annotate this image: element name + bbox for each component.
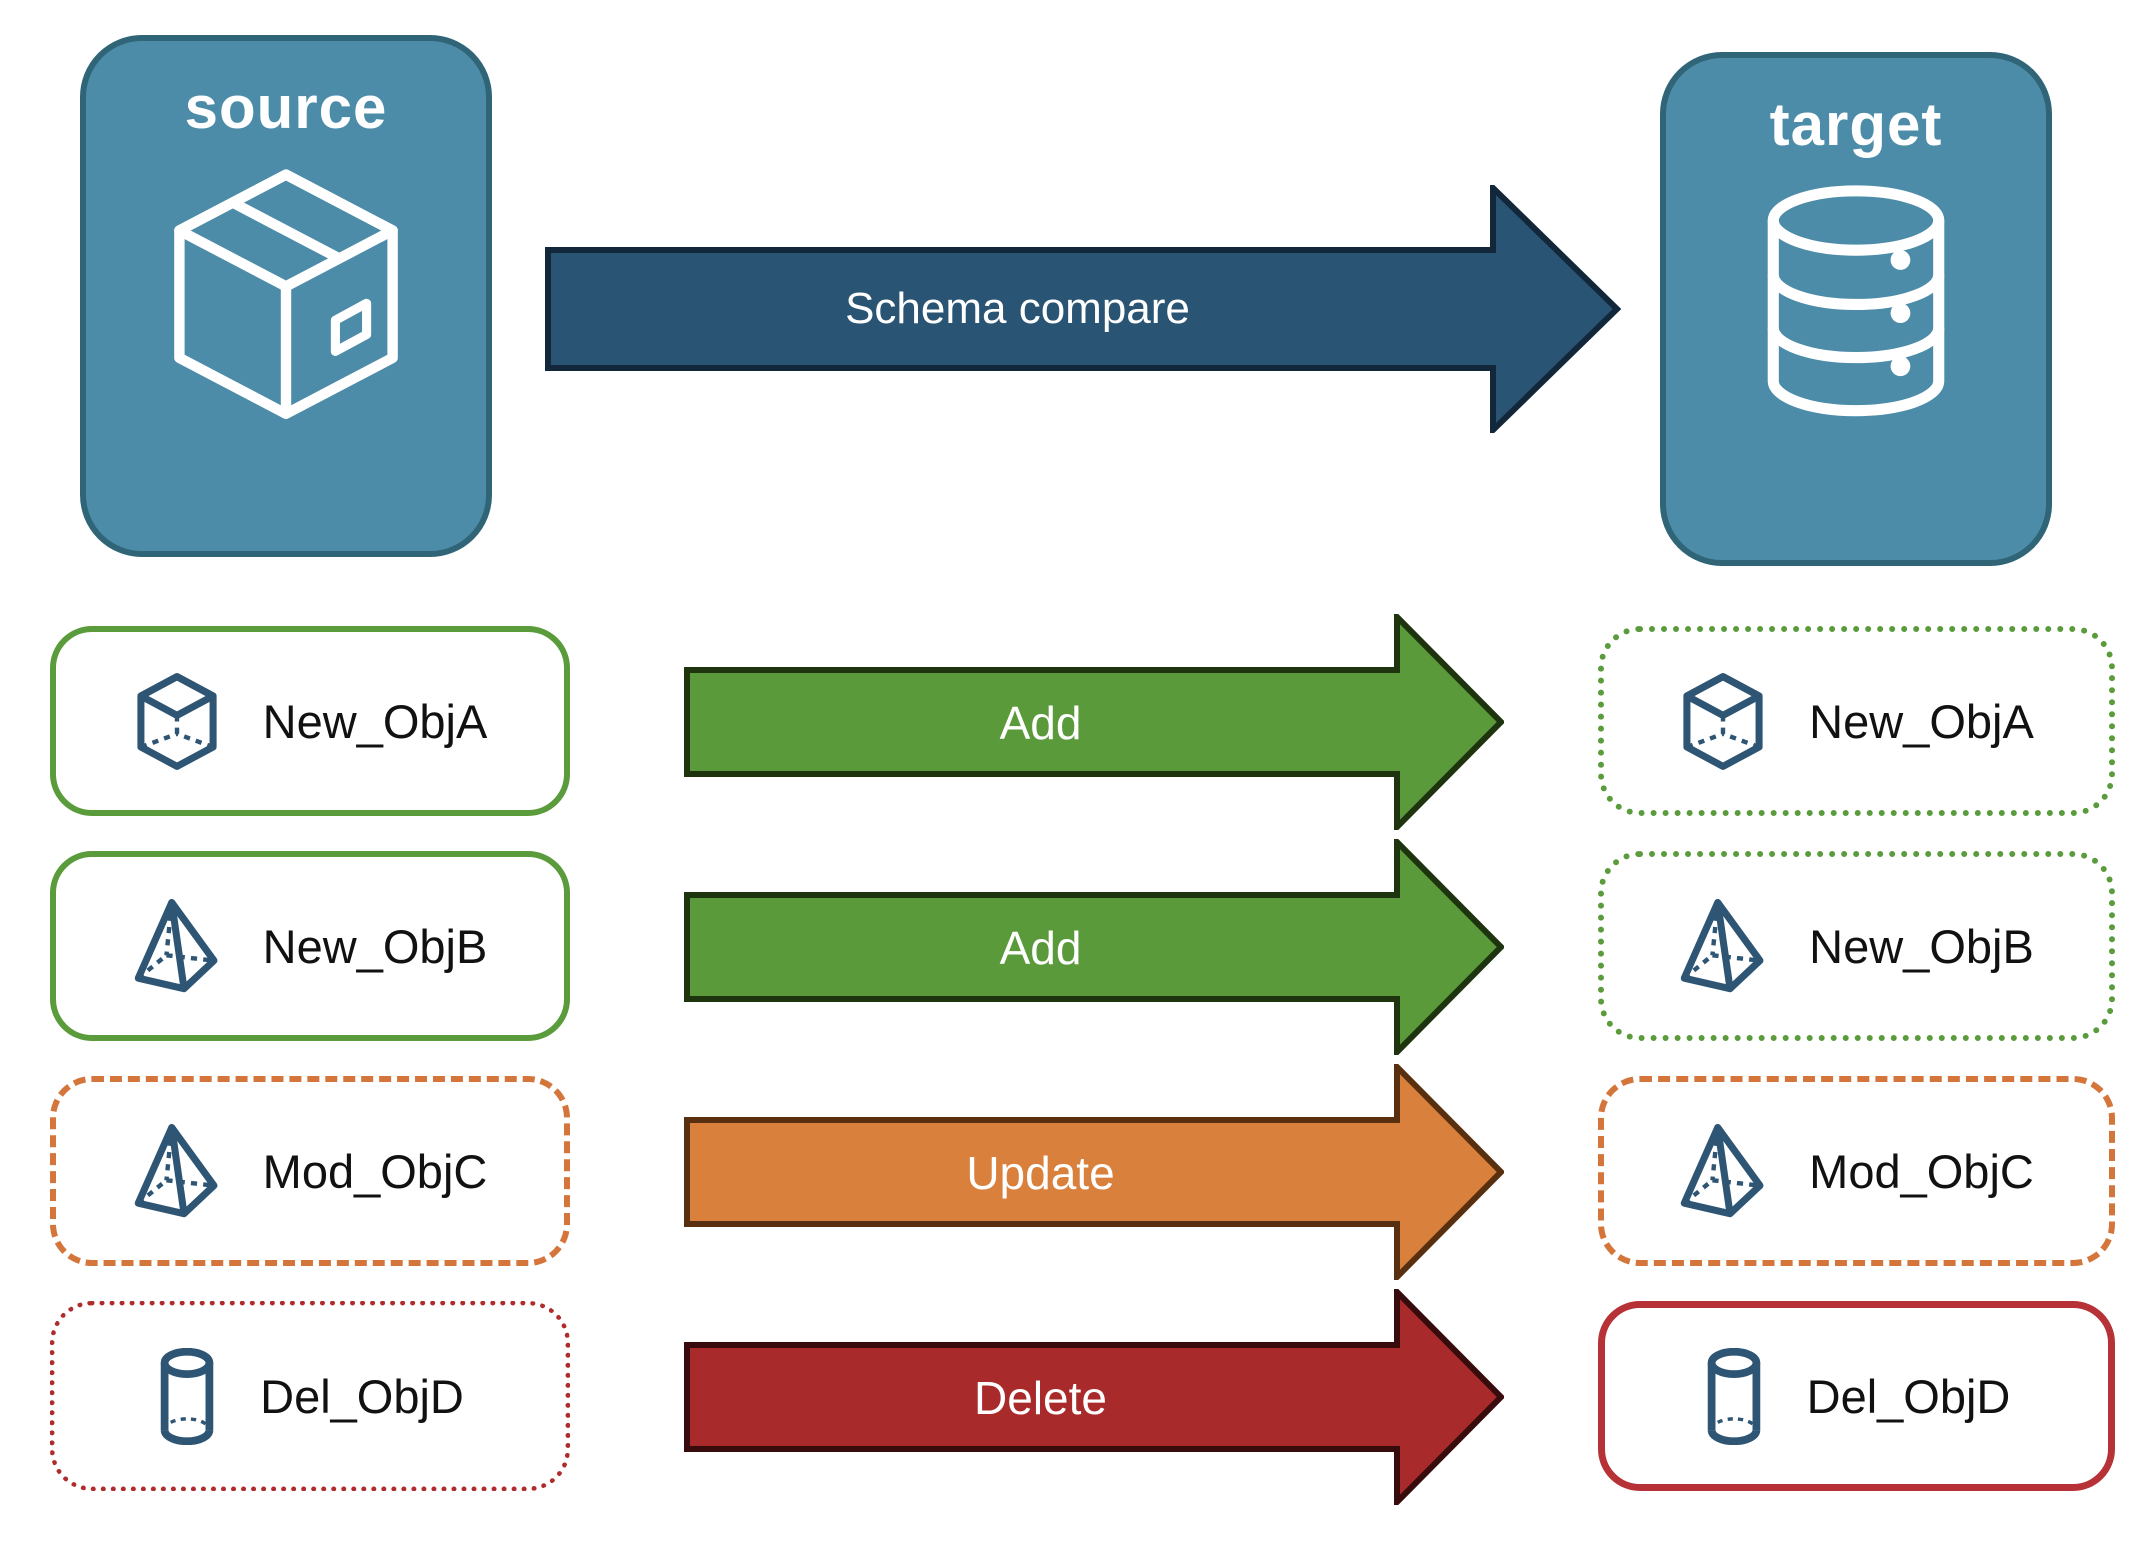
database-icon	[1751, 181, 1961, 423]
cube-icon	[1679, 672, 1767, 771]
source-object-new-objb: New_ObjB	[50, 851, 570, 1041]
add-arrow-row1	[684, 614, 1504, 830]
source-node: source	[80, 35, 492, 557]
source-object-del-objd: Del_ObjD	[50, 1301, 570, 1491]
delete-arrow-row4	[684, 1289, 1504, 1505]
pyramid-icon	[1679, 1122, 1767, 1221]
target-object-new-objb: New_ObjB	[1598, 851, 2115, 1041]
source-object-mod-objc: Mod_ObjC	[50, 1076, 570, 1266]
target-object-del-objd: Del_ObjD	[1598, 1301, 2115, 1491]
object-label: New_ObjA	[262, 694, 488, 748]
schema-compare-arrow	[545, 185, 1622, 433]
pyramid-icon	[133, 897, 221, 996]
source-object-new-obja: New_ObjA	[50, 626, 570, 816]
package-icon	[156, 164, 416, 440]
pyramid-icon	[1679, 897, 1767, 996]
target-node: target	[1660, 52, 2052, 566]
object-label: New_ObjA	[1809, 694, 2034, 748]
object-label: Mod_ObjC	[262, 1144, 488, 1198]
target-object-mod-objc: Mod_ObjC	[1598, 1076, 2115, 1266]
object-label: Del_ObjD	[260, 1369, 464, 1423]
source-title: source	[184, 74, 388, 141]
object-label: Del_ObjD	[1806, 1369, 2011, 1423]
pyramid-icon	[133, 1122, 221, 1221]
target-title: target	[1769, 91, 1943, 158]
object-label: New_ObjB	[262, 919, 488, 973]
cylinder-icon	[156, 1347, 218, 1445]
cylinder-icon	[1703, 1347, 1765, 1445]
target-object-new-obja: New_ObjA	[1598, 626, 2115, 816]
cube-icon	[133, 672, 221, 771]
update-arrow-row3	[684, 1064, 1504, 1280]
object-label: New_ObjB	[1809, 919, 2034, 973]
object-label: Mod_ObjC	[1809, 1144, 2034, 1198]
add-arrow-row2	[684, 839, 1504, 1055]
